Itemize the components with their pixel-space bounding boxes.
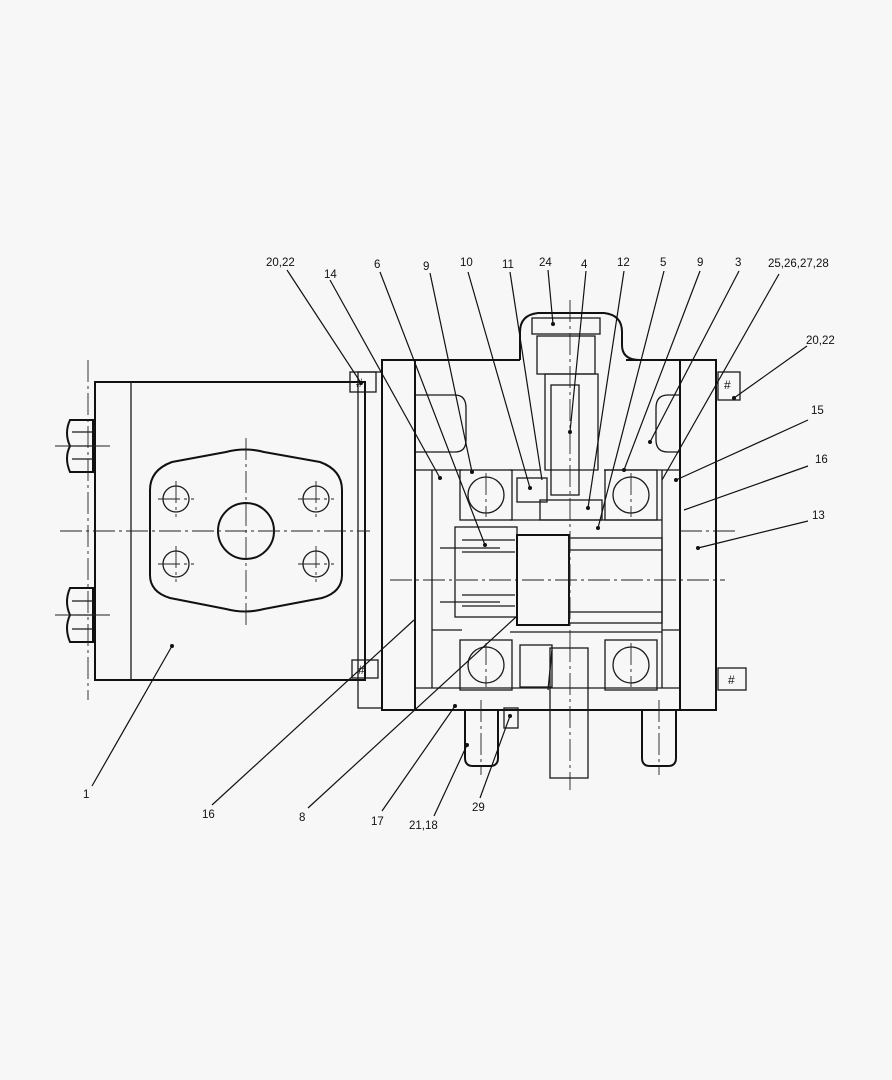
pump-body <box>55 360 383 709</box>
label-20-22-top-left: 20,22 <box>266 257 295 269</box>
label-16-right: 16 <box>815 454 828 466</box>
bearing-top-right <box>604 469 658 521</box>
svg-text:#: # <box>728 673 735 687</box>
label-14: 14 <box>324 269 337 281</box>
label-1: 1 <box>83 789 89 801</box>
stud-right <box>641 700 677 775</box>
label-29: 29 <box>472 802 485 814</box>
label-3: 3 <box>735 257 741 269</box>
label-16-bottom: 16 <box>202 809 215 821</box>
svg-text:#: # <box>358 663 365 677</box>
label-24: 24 <box>539 257 552 269</box>
shaft <box>440 519 663 633</box>
label-17: 17 <box>371 816 384 828</box>
label-6: 6 <box>374 259 380 271</box>
label-13: 13 <box>812 510 825 522</box>
label-12: 12 <box>617 257 630 269</box>
bearing-bottom-right <box>604 639 658 691</box>
bearing-top-left <box>459 469 513 521</box>
stud-left <box>464 700 499 775</box>
callout-labels: 20,22 14 6 9 10 11 24 4 12 5 9 3 25,26,2… <box>83 257 835 832</box>
label-5: 5 <box>660 257 666 269</box>
label-20-22-right: 20,22 <box>806 335 835 347</box>
top-pinion <box>516 300 603 640</box>
label-8: 8 <box>299 812 305 824</box>
label-9-right: 9 <box>697 257 703 269</box>
bearing-bottom-left <box>459 639 513 691</box>
gear-housing <box>381 312 717 711</box>
label-9-left: 9 <box>423 261 429 273</box>
label-21-18: 21,18 <box>409 820 438 832</box>
svg-text:#: # <box>724 378 731 392</box>
label-15: 15 <box>811 405 824 417</box>
bottom-gear <box>519 640 589 790</box>
label-11: 11 <box>502 259 514 271</box>
label-25-26-27-28: 25,26,27,28 <box>768 258 829 270</box>
label-10: 10 <box>460 257 473 269</box>
leader-dots <box>170 322 736 747</box>
label-4: 4 <box>581 259 588 271</box>
leader-lines <box>91 269 809 817</box>
